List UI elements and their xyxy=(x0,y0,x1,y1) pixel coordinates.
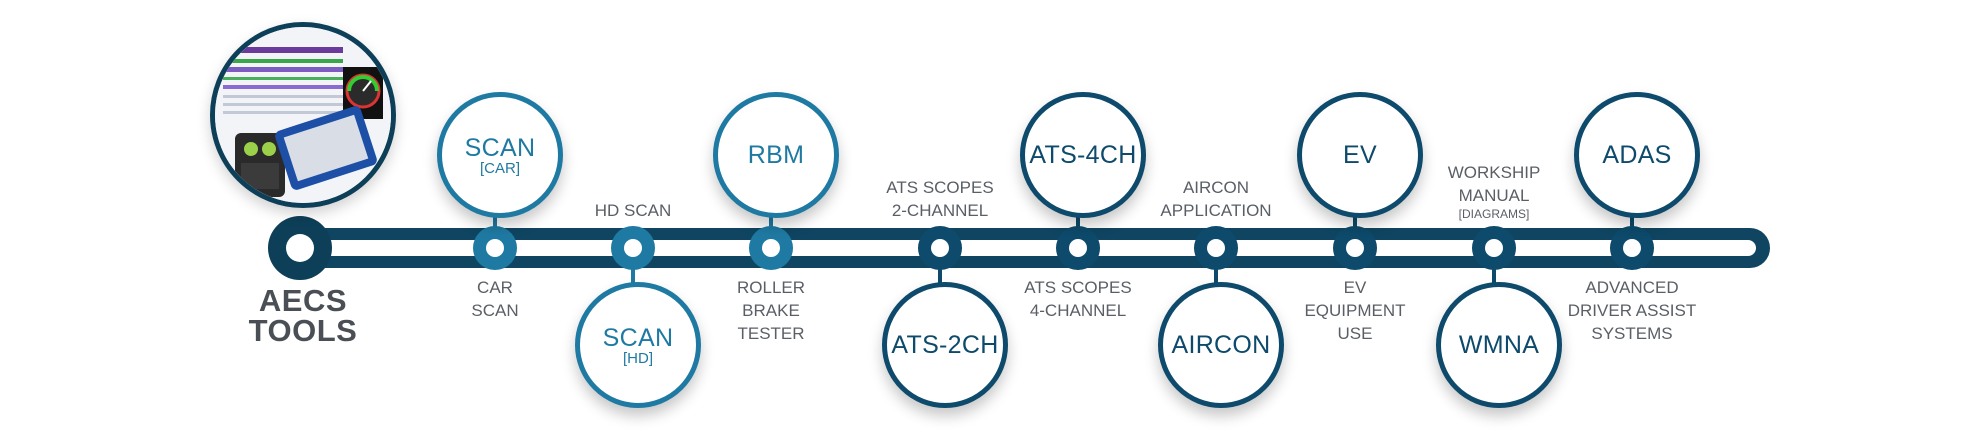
timeline-node-ats-2ch xyxy=(918,226,962,270)
timeline-track-inner xyxy=(296,240,1756,256)
badge-label: ADAS xyxy=(1602,141,1672,169)
stem-rbm xyxy=(769,210,773,230)
tools-photo xyxy=(210,22,396,208)
timeline-node-scan-car xyxy=(473,226,517,270)
stem-adas xyxy=(1630,210,1634,230)
label-scan-hd: HD SCAN xyxy=(594,201,672,220)
timeline-start-node xyxy=(268,216,332,280)
timeline-node-scan-hd xyxy=(611,226,655,270)
timeline-node-adas xyxy=(1610,226,1654,270)
badge-ats-4ch: ATS-4CH xyxy=(1020,92,1146,218)
badge-label: ATS-4CH xyxy=(1029,141,1137,169)
timeline-node-aircon xyxy=(1194,226,1238,270)
badge-wmna: WMNA xyxy=(1436,282,1562,408)
stem-scan-car xyxy=(493,210,497,230)
badge-label: SCAN xyxy=(602,323,674,352)
badge-label: EV xyxy=(1343,141,1377,169)
brand-line-1: AECS xyxy=(258,283,348,318)
stem-ats-2ch xyxy=(938,266,942,288)
brand-title: AECS TOOLS xyxy=(240,283,366,348)
badge-sub-label: [CAR] xyxy=(479,159,520,177)
stem-aircon xyxy=(1214,266,1218,288)
stem-wmna xyxy=(1492,266,1496,288)
badge-label: SCAN xyxy=(464,133,536,162)
badge-adas: ADAS xyxy=(1574,92,1700,218)
timeline-node-rbm xyxy=(749,226,793,270)
badge-rbm: RBM xyxy=(713,92,839,218)
badge-sub-label: [HD] xyxy=(623,349,653,367)
stem-ats-4ch xyxy=(1076,210,1080,230)
badge-label: WMNA xyxy=(1458,331,1540,359)
badge-ats-2ch: ATS-2CH xyxy=(882,282,1008,408)
badge-aircon: AIRCON xyxy=(1158,282,1284,408)
timeline-node-wmna xyxy=(1472,226,1516,270)
stem-scan-hd xyxy=(631,266,635,288)
timeline-node-ats-4ch xyxy=(1056,226,1100,270)
stem-ev xyxy=(1353,210,1357,230)
timeline-track xyxy=(272,228,1770,268)
badge-label: ATS-2CH xyxy=(891,331,999,359)
brand-line-2: TOOLS xyxy=(248,313,358,348)
badge-scan-car: SCAN[CAR] xyxy=(437,92,563,218)
badge-ev: EV xyxy=(1297,92,1423,218)
timeline-node-ev xyxy=(1333,226,1377,270)
badge-label: RBM xyxy=(747,141,805,169)
scan-tool-icon xyxy=(275,106,377,190)
badge-scan-hd: SCAN[HD] xyxy=(575,282,701,408)
badge-label: AIRCON xyxy=(1171,331,1271,359)
